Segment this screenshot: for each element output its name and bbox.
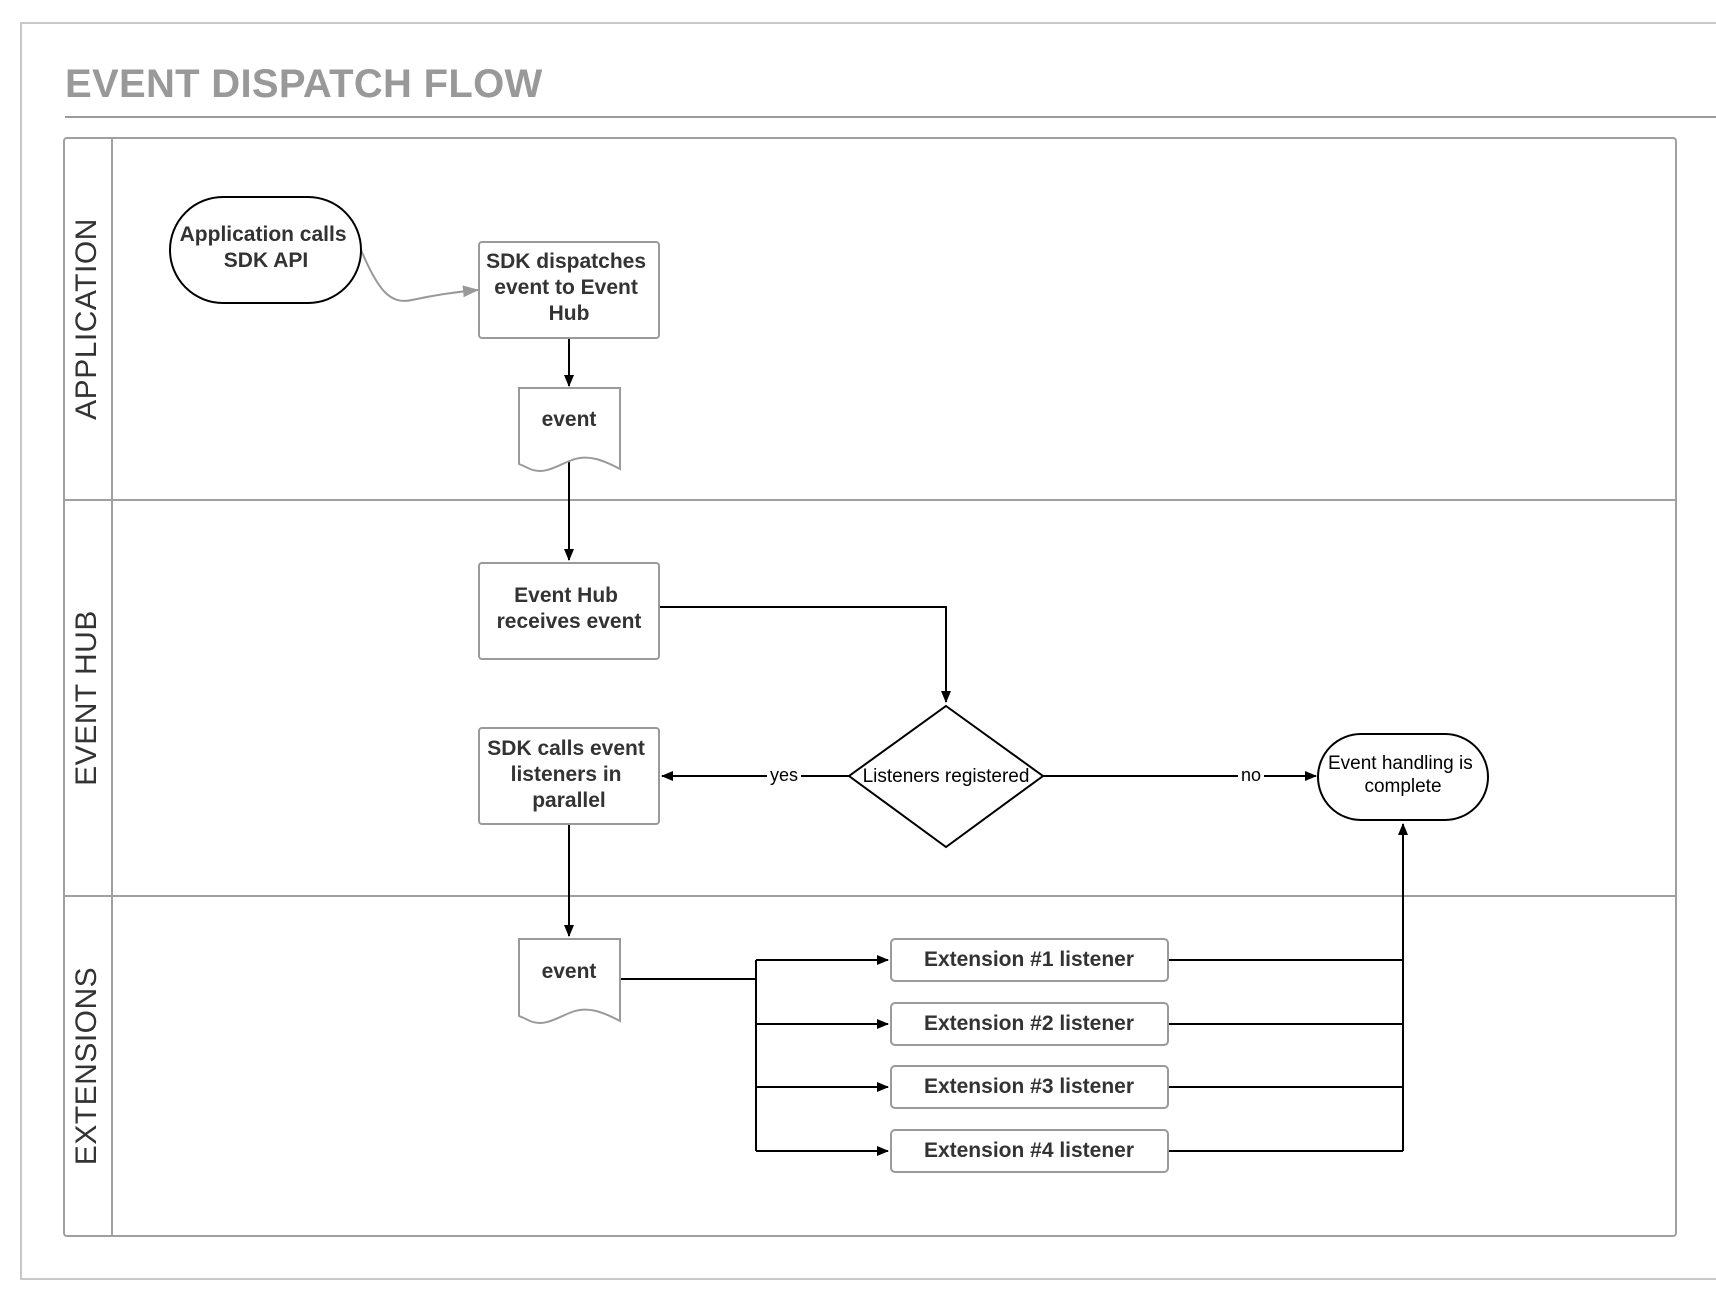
node-start-line-1: Application calls [180,223,347,246]
node-event-doc-bottom-label: event [542,960,597,983]
node-ext1-label: Extension #1 listener [924,948,1134,971]
node-ext3-label: Extension #3 listener [924,1075,1134,1098]
edge-label-no: no [1241,765,1261,785]
lane-label-extensions: EXTENSIONS [70,967,103,1165]
node-event-doc-top-label: event [542,408,597,431]
node-hub-receives-line-1: Event Hub [514,584,618,607]
node-ext1[interactable]: Extension #1 listener [890,938,1169,982]
node-start-line-2: SDK API [224,249,308,272]
node-dispatch-line-3: Hub [549,302,590,325]
node-event-doc-top[interactable]: event [518,387,621,472]
lane-label-event-hub: EVENT HUB [70,610,103,786]
node-ext2-label: Extension #2 listener [924,1012,1134,1035]
node-calls-listeners-line-2: listeners in [511,763,622,786]
connectors [360,249,1408,1156]
node-ext4-label: Extension #4 listener [924,1139,1134,1162]
node-decision[interactable]: Listeners registered [847,704,1045,849]
node-event-doc-bottom[interactable]: event [518,938,621,1024]
swimlane-pool [63,137,1677,1237]
node-calls-listeners-line-1: SDK calls event [487,737,645,760]
yes-label-bg [767,764,801,786]
node-ext4[interactable]: Extension #4 listener [890,1129,1169,1173]
svg-text:Event handling is comple: Event handling is complete [1328,753,1478,797]
node-ext2[interactable]: Extension #2 listener [890,1002,1169,1046]
node-complete-line-2: complete [1364,776,1441,797]
edge-start-to-dispatch [360,249,479,302]
diagram-title: EVENT DISPATCH FLOW [65,62,543,106]
canvas-frame [20,22,1716,1280]
node-ext3[interactable]: Extension #3 listener [890,1065,1169,1109]
svg-text:Application calls SDK AP: Application calls SDK API [180,223,353,272]
node-complete[interactable]: Event handling is complete [1317,733,1489,821]
node-hub-receives[interactable]: Event Hub receives event [478,562,660,660]
edge-hub-to-decision [659,606,951,703]
node-complete-line-1: Event handling is [1328,753,1473,774]
svg-text:Event Hub receives event: Event Hub receives event [497,584,642,633]
node-decision-label: Listeners registered [863,766,1030,787]
node-dispatch-line-2: event to Event [494,276,638,299]
svg-text:SDK dispatches event to: SDK dispatches event to Event Hub [486,250,652,325]
title-rule [65,116,1716,118]
node-dispatch[interactable]: SDK dispatches event to Event Hub [478,241,660,339]
no-label-bg [1238,764,1264,786]
lane-label-application: APPLICATION [70,218,103,420]
svg-text:SDK calls event listener: SDK calls event listeners in parallel [487,737,650,812]
node-start[interactable]: Application calls SDK API [169,196,362,304]
edge-label-yes: yes [770,765,798,785]
node-calls-listeners-line-3: parallel [532,789,606,812]
node-hub-receives-line-2: receives event [497,610,642,633]
node-dispatch-line-1: SDK dispatches [486,250,646,273]
node-calls-listeners[interactable]: SDK calls event listeners in parallel [478,727,660,825]
